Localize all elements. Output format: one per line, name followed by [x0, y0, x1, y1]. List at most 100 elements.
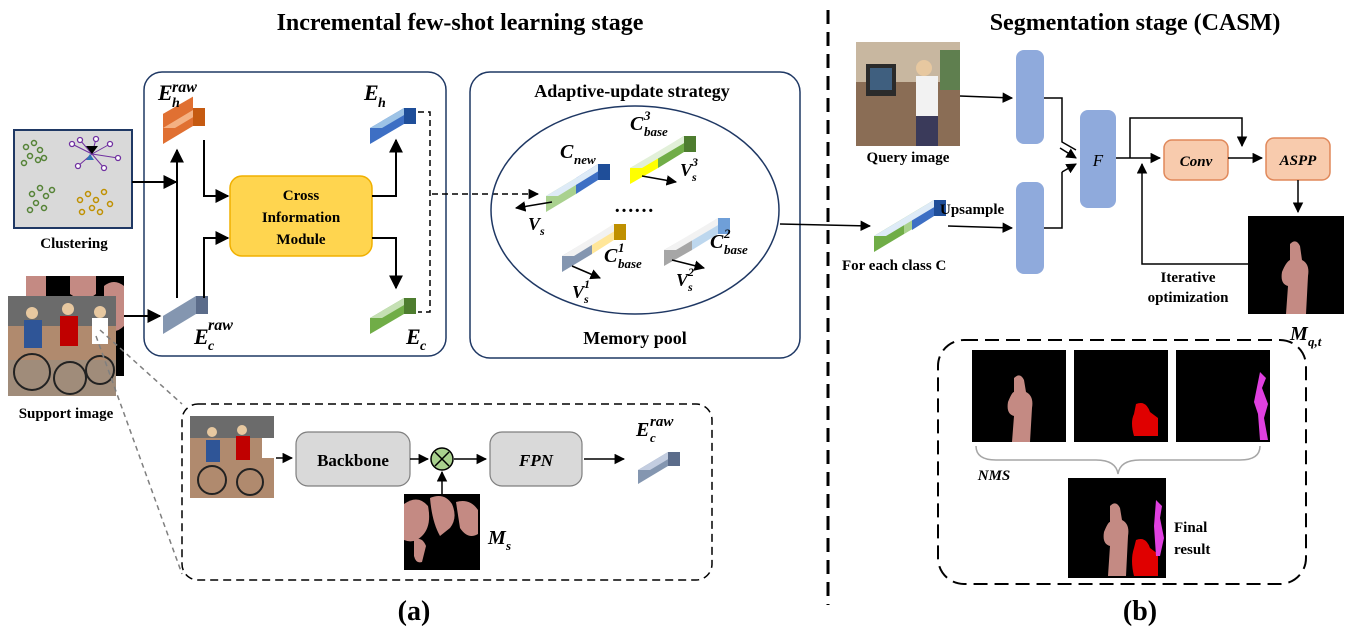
- nms-panel: [937, 339, 1307, 585]
- svg-text:V: V: [680, 160, 694, 180]
- svg-text:E: E: [635, 419, 649, 441]
- panel-b-label: (b): [1123, 596, 1157, 627]
- svg-text:s: s: [687, 280, 693, 294]
- svg-text:1: 1: [618, 240, 625, 255]
- line-class-to-F: [1044, 172, 1063, 229]
- zoom-line-top: [99, 329, 183, 405]
- class-c-bar: [874, 200, 946, 252]
- svg-text:h: h: [172, 96, 180, 111]
- e-h-bar: [370, 108, 416, 144]
- svg-text:M: M: [487, 527, 507, 549]
- adaptive-update-panel: [469, 71, 801, 359]
- arrow-query-F: [1059, 147, 1077, 159]
- final-result-line1: Final: [1174, 520, 1207, 536]
- svg-text:3: 3: [643, 108, 651, 123]
- e-c-raw-label: E c raw: [193, 317, 233, 354]
- c-new-label: C new: [560, 141, 596, 167]
- final-result-line2: result: [1174, 542, 1210, 558]
- svg-text:C: C: [710, 231, 724, 253]
- final-mask: [1068, 478, 1166, 578]
- v-s-label: V s: [528, 214, 545, 238]
- svg-text:V: V: [528, 214, 542, 234]
- nms-label: NMS: [977, 468, 1011, 484]
- m-qt-label: M q,t: [1289, 323, 1322, 349]
- e-c-bar: [370, 298, 416, 334]
- svg-text:1: 1: [584, 277, 590, 291]
- svg-text:c: c: [208, 339, 215, 354]
- c-base3-label: C base 3: [630, 108, 668, 139]
- zoom-line-bottom: [95, 335, 183, 575]
- v-s3-arrow: [641, 175, 678, 186]
- arrow-cim-ec: [372, 237, 403, 290]
- svg-text:E: E: [405, 324, 421, 349]
- svg-text:s: s: [583, 292, 589, 306]
- c-base2-bar: [664, 218, 730, 266]
- support-image: [8, 276, 124, 396]
- aspp-label: ASPP: [1279, 153, 1318, 169]
- iterative-label-1: Iterative: [1161, 270, 1216, 286]
- svg-text:C: C: [604, 245, 618, 267]
- ellipsis: ……: [614, 195, 654, 217]
- svg-text:base: base: [724, 242, 748, 257]
- svg-text:E: E: [193, 324, 209, 349]
- arrow-class-F: [1061, 163, 1077, 174]
- clustering-label: Clustering: [40, 236, 108, 252]
- c-base1-label: C base 1: [604, 240, 642, 271]
- backbone-panel: [181, 403, 713, 581]
- memory-ellipse: [490, 105, 780, 315]
- backbone-label: Backbone: [317, 451, 389, 470]
- svg-text:2: 2: [723, 226, 731, 241]
- panel-a-label: (a): [398, 596, 431, 627]
- skip-connection: [1129, 117, 1248, 158]
- svg-text:base: base: [644, 124, 668, 139]
- incremental-panel: [143, 71, 447, 357]
- memory-pool-label: Memory pool: [583, 328, 686, 348]
- title-right: Segmentation stage (CASM): [990, 10, 1281, 36]
- svg-text:V: V: [572, 282, 586, 302]
- svg-text:2: 2: [687, 265, 694, 279]
- nms-brace: [975, 445, 1261, 475]
- F-label: F: [1092, 151, 1104, 170]
- svg-text:q,t: q,t: [1308, 334, 1322, 349]
- svg-text:raw: raw: [208, 317, 233, 334]
- query-image-label: Query image: [867, 150, 950, 166]
- conv-label: Conv: [1180, 154, 1213, 170]
- cross-information-module: [229, 175, 373, 257]
- backbone-input-image: [190, 416, 274, 498]
- c-new-bar: [546, 164, 610, 212]
- svg-text:s: s: [691, 170, 697, 184]
- F-bar: [1080, 110, 1116, 208]
- dashed-bracket: [418, 111, 431, 313]
- svg-text:E: E: [157, 80, 173, 105]
- m-s-label: M s: [487, 527, 511, 553]
- conv-box: [1163, 139, 1229, 181]
- iterative-loop: [1136, 162, 1248, 265]
- v-s1-label: V s 1: [572, 277, 590, 306]
- cim-line2: Information: [262, 210, 341, 226]
- v-s2-label: V s 2: [676, 265, 694, 294]
- e-h-label: E h: [363, 80, 386, 111]
- svg-text:raw: raw: [650, 414, 674, 430]
- support-mask: [404, 494, 480, 570]
- c-base1-bar: [562, 224, 626, 272]
- arrow-pool-to-class: [779, 220, 872, 232]
- svg-text:c: c: [420, 339, 427, 354]
- svg-text:E: E: [363, 80, 379, 105]
- svg-text:c: c: [650, 430, 656, 445]
- query-feature-bar: [1016, 50, 1044, 144]
- adaptive-update-title: Adaptive-update strategy: [534, 81, 730, 101]
- v-s1-arrow: [571, 265, 601, 280]
- arrow-query-feature: [959, 92, 1014, 103]
- c-base2-label: C base 2: [710, 226, 748, 257]
- v-s2-arrow: [671, 259, 706, 271]
- nms-mask-3: [1176, 350, 1270, 442]
- arrow-ecraw-cim: [203, 231, 230, 298]
- svg-text:C: C: [560, 141, 574, 163]
- svg-text:new: new: [574, 152, 596, 167]
- v-s3-label: V s 3: [680, 155, 698, 184]
- nms-mask-2: [1074, 350, 1168, 442]
- arrow-cim-eh: [372, 138, 403, 197]
- ec-raw-output-label: E c raw: [635, 414, 674, 445]
- support-image-label: Support image: [19, 406, 114, 422]
